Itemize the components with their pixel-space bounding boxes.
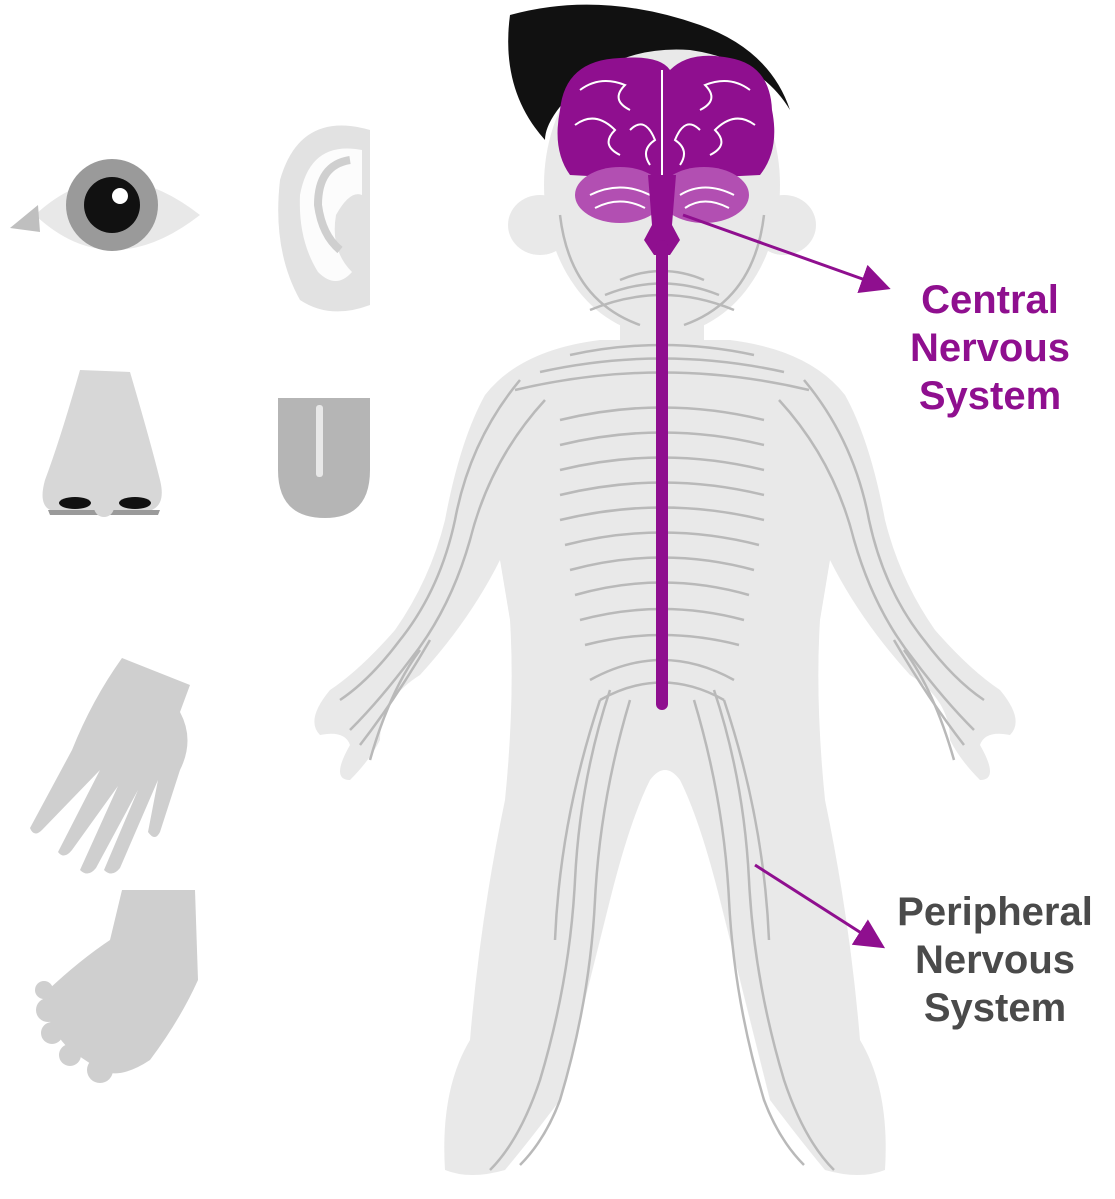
peripheral-nervous-system-label: Peripheral Nervous System: [880, 888, 1110, 1032]
peripheral-label-line-2: Nervous: [880, 936, 1110, 984]
tongue-icon: [278, 398, 370, 518]
peripheral-label-line-1: Peripheral: [880, 888, 1110, 936]
spinal-cord: [656, 240, 668, 710]
eye-icon: [10, 159, 200, 251]
peripheral-label-line-3: System: [880, 984, 1110, 1032]
central-label-line-1: Central: [890, 276, 1090, 324]
hand-icon: [30, 658, 190, 874]
central-label-line-2: Nervous: [890, 324, 1090, 372]
nose-icon: [43, 370, 162, 517]
foot-icon: [35, 890, 198, 1083]
central-nervous-system-label: Central Nervous System: [890, 276, 1090, 420]
central-label-line-3: System: [890, 372, 1090, 420]
ear-icon: [278, 126, 370, 312]
